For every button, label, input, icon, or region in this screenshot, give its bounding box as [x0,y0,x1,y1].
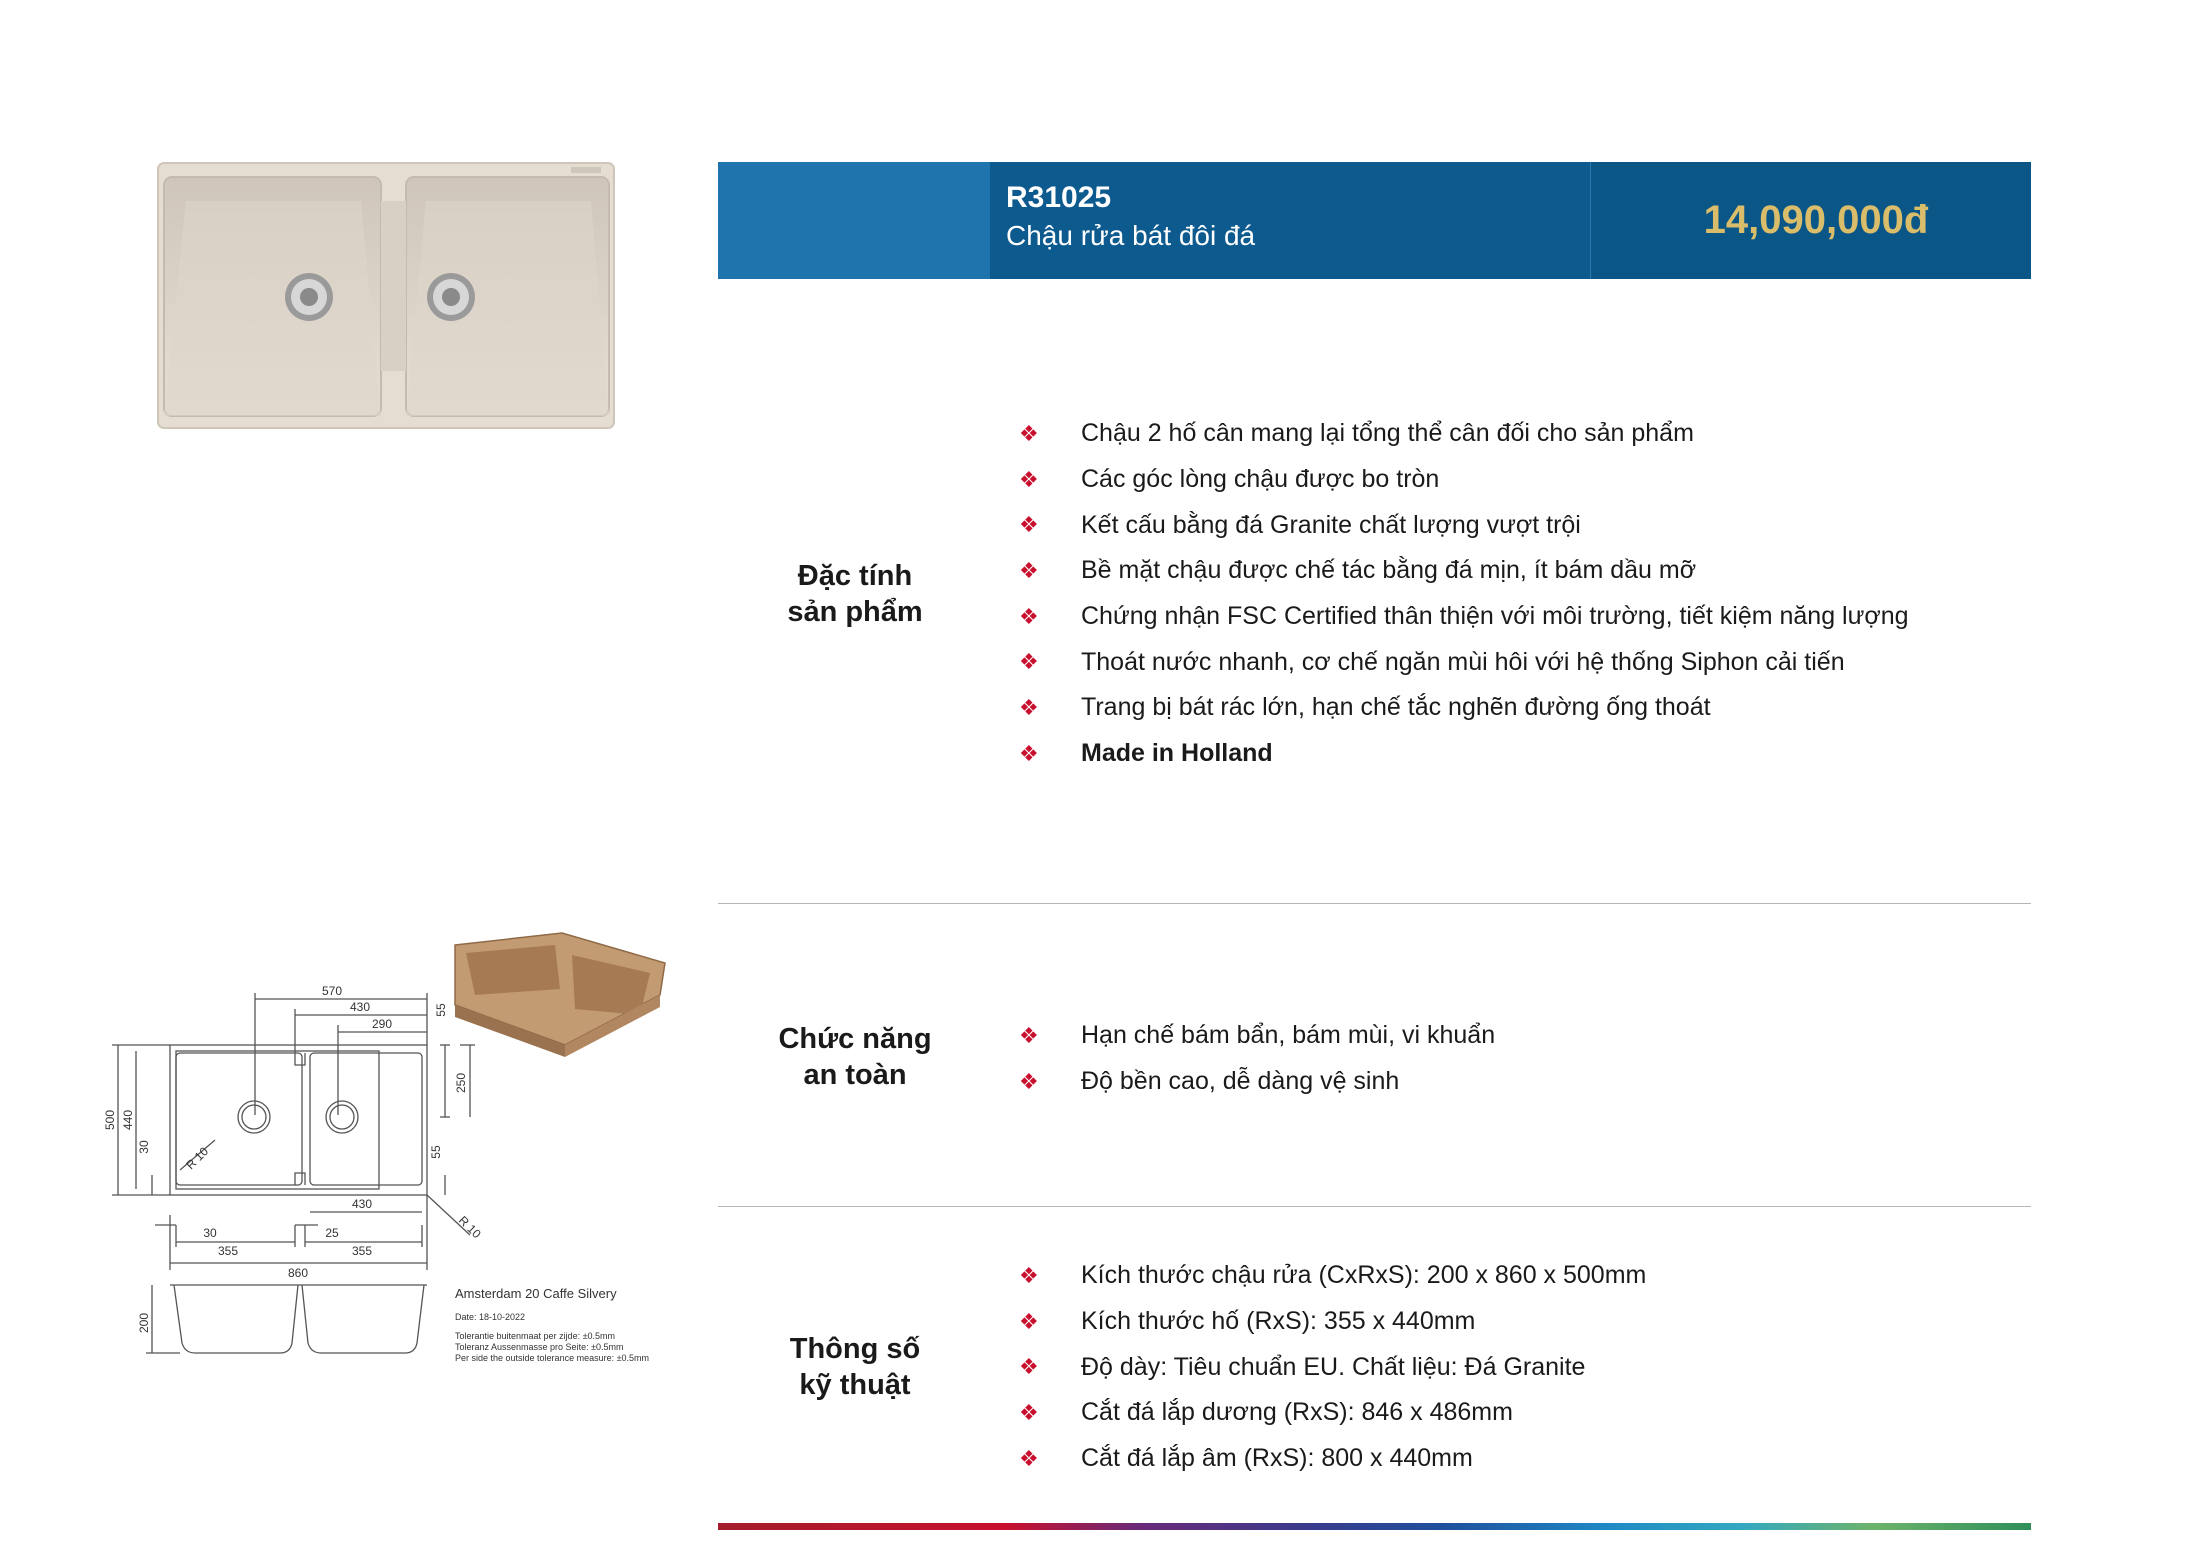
product-photo [157,162,615,429]
section-divider [718,903,2031,904]
dim-label: 25 [325,1226,339,1240]
dim-label: 250 [454,1073,468,1093]
list-item: ❖Bề mặt chậu được chế tác bằng đá mịn, í… [1019,556,1697,585]
list-item: ❖Cắt đá lắp âm (RxS): 800 x 440mm [1019,1444,1473,1473]
dim-label: 200 [137,1313,151,1333]
features-list: ❖Chậu 2 hố cân mang lại tổng thể cân đối… [1019,411,1909,777]
list-item: ❖Kích thước hố (RxS): 355 x 440mm [1019,1307,1476,1336]
dim-label: 440 [121,1110,135,1130]
sink-3d-render [454,932,666,1057]
footer-color-bar [718,1523,2031,1530]
dim-label: 55 [429,1145,443,1159]
list-item: ❖Kết cấu bằng đá Granite chất lượng vượt… [1019,510,1581,539]
diamond-bullet-icon: ❖ [1019,1022,1039,1048]
dim-label: 290 [372,1017,392,1031]
specs-title: Thông số kỹ thuật [789,1333,921,1401]
dim-label: 30 [203,1226,217,1240]
list-item: ❖Made in Holland [1019,739,1273,768]
product-header: R31025 Chậu rửa bát đôi đá 14,090,000đ [718,162,2031,279]
diamond-bullet-icon: ❖ [1019,694,1039,720]
list-item: ❖Độ dày: Tiêu chuẩn EU. Chất liệu: Đá Gr… [1019,1352,1586,1381]
drawing-date: Date: 18-10-2022 [455,1312,525,1322]
specs-list: ❖Kích thước chậu rửa (CxRxS): 200 x 860 … [1019,1253,1646,1481]
list-item: ❖Thoát nước nhanh, cơ chế ngăn mùi hôi v… [1019,647,1845,676]
drawing-tolerance: Per side the outside tolerance measure: … [455,1353,649,1363]
dim-label: 430 [350,1000,370,1014]
diamond-bullet-icon: ❖ [1019,1445,1039,1471]
list-item: ❖Chứng nhận FSC Certified thân thiện với… [1019,602,1909,631]
dim-label: R 10 [183,1144,211,1172]
list-item: ❖Các góc lòng chậu được bo tròn [1019,465,1440,494]
diamond-bullet-icon: ❖ [1019,512,1039,538]
dim-label: 500 [103,1110,117,1130]
list-item: ❖Chậu 2 hố cân mang lại tổng thể cân đối… [1019,419,1694,448]
list-item: ❖Độ bền cao, dễ dàng vệ sinh [1019,1067,1400,1096]
drawing-tolerance: Toleranz Aussenmasse pro Seite: ±0.5mm [455,1342,624,1352]
diamond-bullet-icon: ❖ [1019,1399,1039,1425]
product-code: R31025 [1006,181,1112,214]
list-item: ❖Cắt đá lắp dương (RxS): 846 x 486mm [1019,1398,1513,1427]
header-accent-block [718,162,990,279]
diamond-bullet-icon: ❖ [1019,466,1039,492]
section-divider [718,1206,2031,1207]
dim-label: R 10 [456,1213,484,1241]
safety-title: Chức năng an toàn [778,1023,932,1091]
diamond-bullet-icon: ❖ [1019,1308,1039,1334]
product-name: Chậu rửa bát đôi đá [1006,220,1256,251]
dim-label: 860 [288,1266,308,1280]
diamond-bullet-icon: ❖ [1019,603,1039,629]
diamond-bullet-icon: ❖ [1019,1262,1039,1288]
product-price: 14,090,000đ [1703,198,1929,242]
product-title-block: R31025 Chậu rửa bát đôi đá [990,162,1591,279]
diamond-bullet-icon: ❖ [1019,1068,1039,1094]
drawing-model-name: Amsterdam 20 Caffe Silvery [455,1286,617,1301]
dim-label: 430 [352,1197,372,1211]
dim-label: 355 [218,1244,238,1258]
price-block: 14,090,000đ [1591,162,2031,279]
drawing-tolerance: Tolerantie buitenmaat per zijde: ±0.5mm [455,1331,615,1341]
dim-label: 570 [322,984,342,998]
technical-drawing: 570 430 290 55 250 55 500 440 30 R 10 43… [103,932,666,1363]
dim-label: 355 [352,1244,372,1258]
diamond-bullet-icon: ❖ [1019,1354,1039,1380]
dim-label: 55 [434,1003,448,1017]
list-item: ❖Trang bị bát rác lớn, hạn chế tắc nghẽn… [1019,693,1711,722]
diamond-bullet-icon: ❖ [1019,740,1039,766]
list-item: ❖Hạn chế bám bẩn, bám mùi, vi khuẩn [1019,1021,1496,1050]
diamond-bullet-icon: ❖ [1019,420,1039,446]
diamond-bullet-icon: ❖ [1019,557,1039,583]
safety-list: ❖Hạn chế bám bẩn, bám mùi, vi khuẩn ❖Độ … [1019,1013,1495,1104]
features-title: Đặc tính sản phẩm [787,560,923,628]
dim-label: 30 [137,1140,151,1154]
diamond-bullet-icon: ❖ [1019,649,1039,675]
list-item: ❖Kích thước chậu rửa (CxRxS): 200 x 860 … [1019,1261,1647,1290]
